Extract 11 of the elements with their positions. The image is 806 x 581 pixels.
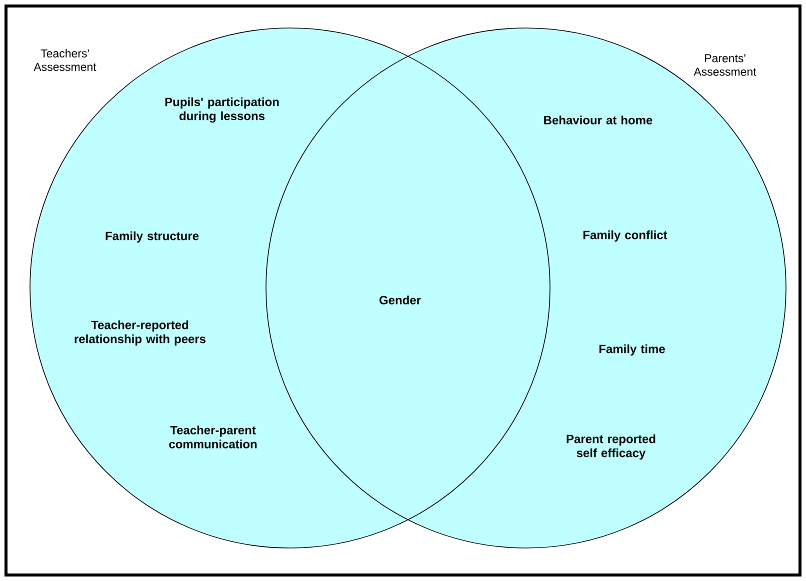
- circle-heading: Parents' Assessment: [694, 54, 756, 76]
- circle-heading: Teachers' Assessment: [34, 49, 96, 71]
- item-text: Family structure: [106, 231, 199, 243]
- item-text: Parent reported self efficacy: [566, 434, 656, 460]
- item-text: Behaviour at home: [544, 116, 652, 124]
- overlap-text: Gender: [379, 296, 421, 304]
- item-text: Teacher-reported relationship with peers: [74, 320, 206, 346]
- item-text: Family time: [599, 344, 665, 356]
- item-text: Teacher-parent communication: [169, 426, 257, 448]
- item-text: Family conflict: [583, 230, 668, 242]
- item-text: Pupils' participation during lessons: [165, 97, 279, 123]
